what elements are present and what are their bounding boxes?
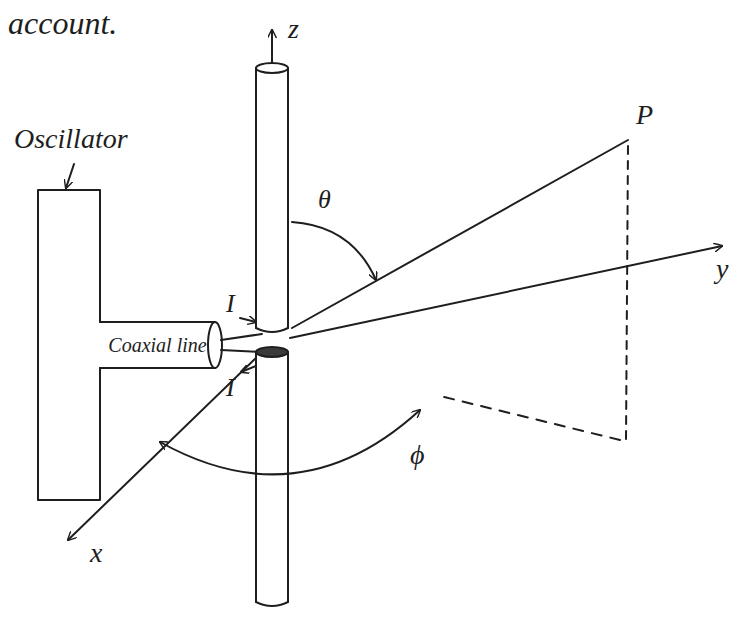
radius-line bbox=[292, 140, 628, 328]
axis-label: y bbox=[716, 254, 728, 285]
theta-arc bbox=[292, 222, 376, 280]
lower-rod bbox=[256, 347, 288, 606]
current-label: I bbox=[226, 374, 235, 403]
angle-label: ϕ bbox=[410, 440, 425, 471]
feed-wire bbox=[221, 334, 262, 340]
leader-arrow bbox=[66, 164, 74, 188]
point-label: P bbox=[636, 100, 653, 131]
angle-label: θ bbox=[318, 186, 331, 215]
phi-arc bbox=[160, 410, 420, 474]
current-arrow bbox=[240, 318, 256, 322]
x-axis bbox=[68, 352, 262, 540]
axis-label: z bbox=[288, 14, 299, 45]
axis-label: x bbox=[90, 538, 102, 569]
projection-line bbox=[626, 146, 628, 440]
projection-line bbox=[440, 396, 620, 440]
note-text: account. bbox=[8, 6, 117, 41]
coax-line-box: Coaxial line bbox=[101, 324, 214, 366]
oscillator-label-box: Oscillator bbox=[14, 124, 128, 155]
node-label: Coaxial line bbox=[108, 334, 206, 356]
upper-rod bbox=[256, 63, 288, 332]
oscillator-housing bbox=[38, 190, 100, 500]
coax-end bbox=[208, 322, 222, 368]
current-label: I bbox=[226, 290, 235, 319]
z-axis bbox=[271, 30, 273, 64]
coax-tube bbox=[100, 322, 215, 368]
node-label: Oscillator bbox=[14, 124, 128, 155]
